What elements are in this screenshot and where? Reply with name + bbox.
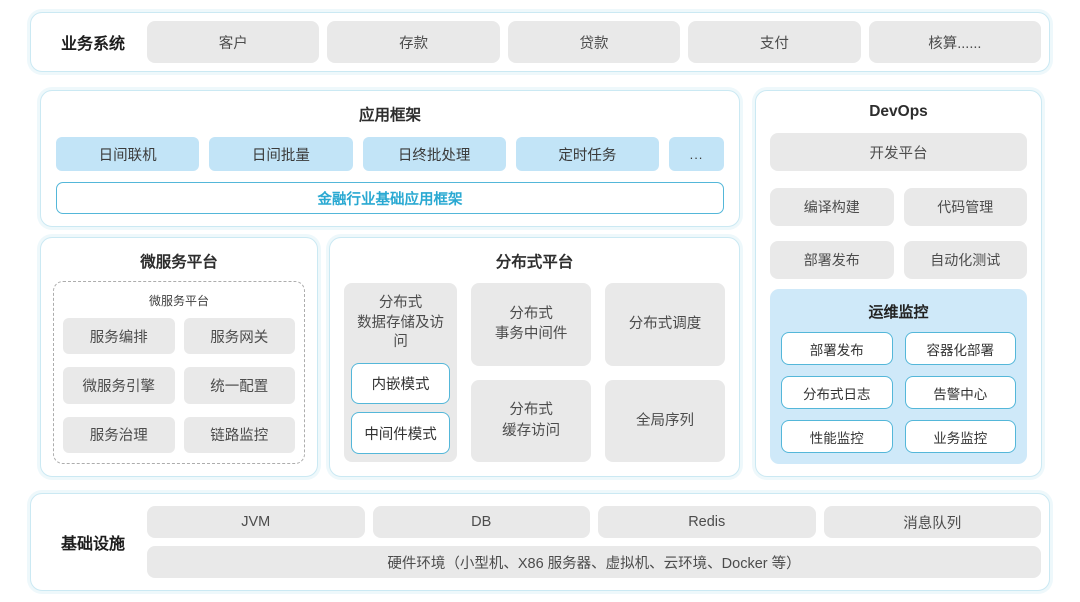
micro-item-governance: 服务治理 xyxy=(63,416,175,453)
infra-jvm: JVM xyxy=(147,506,365,538)
infrastructure-panel: 基础设施 JVM DB Redis 消息队列 硬件环境（小型机、X86 服务器、… xyxy=(30,493,1050,591)
app-framework-panel: 应用框架 日间联机 日间批量 日终批处理 定时任务 ... 金融行业基础应用框架 xyxy=(40,90,740,227)
micro-item-engine: 微服务引擎 xyxy=(63,367,175,404)
distributed-col-2: 分布式 事务中间件 分布式 缓存访问 xyxy=(471,283,592,462)
app-item-daytime-online: 日间联机 xyxy=(56,137,200,171)
monitor-container-deploy: 容器化部署 xyxy=(904,332,1016,365)
infra-db: DB xyxy=(372,506,590,538)
ops-monitor-grid: 部署发布 容器化部署 分布式日志 告警中心 性能监控 业务监控 xyxy=(781,332,1016,453)
business-item-accounting: 核算...... xyxy=(868,21,1042,63)
storage-mode-embedded: 内嵌模式 xyxy=(351,362,451,405)
infrastructure-label: 基础设施 xyxy=(60,536,125,553)
devops-auto-test: 自动化测试 xyxy=(903,241,1027,279)
distributed-storage-label: 分布式 数据存储及访问 xyxy=(357,295,445,351)
infra-hardware-env: 硬件环境（小型机、X86 服务器、虚拟机、云环境、Docker 等） xyxy=(147,546,1041,578)
micro-item-gateway: 服务网关 xyxy=(183,318,295,355)
business-systems-items: 客户 存款 贷款 支付 核算...... xyxy=(147,21,1042,63)
monitor-performance: 性能监控 xyxy=(781,420,893,453)
left-column: 应用框架 日间联机 日间批量 日终批处理 定时任务 ... 金融行业基础应用框架… xyxy=(40,90,740,477)
microservice-inner-box: 微服务平台 服务编排 服务网关 微服务引擎 统一配置 服务治理 链路监控 xyxy=(53,281,305,464)
distributed-transaction-box: 分布式 事务中间件 xyxy=(471,283,592,366)
ops-monitor-title: 运维监控 xyxy=(868,304,929,321)
micro-item-orchestration: 服务编排 xyxy=(63,318,175,355)
business-item-customer: 客户 xyxy=(147,21,320,63)
monitor-business: 业务监控 xyxy=(904,420,1016,453)
app-item-more: ... xyxy=(669,137,724,171)
base-framework-box: 金融行业基础应用框架 xyxy=(56,182,724,214)
distributed-title: 分布式平台 xyxy=(495,254,574,271)
devops-code-mgmt: 代码管理 xyxy=(903,188,1027,226)
distributed-col-3: 分布式调度 全局序列 xyxy=(605,283,725,462)
infrastructure-row: JVM DB Redis 消息队列 xyxy=(147,506,1041,538)
business-systems-panel: 业务系统 客户 存款 贷款 支付 核算...... xyxy=(30,12,1050,72)
monitor-distributed-log: 分布式日志 xyxy=(781,376,893,409)
business-item-loan: 贷款 xyxy=(507,21,681,63)
distributed-sequence-box: 全局序列 xyxy=(605,379,725,462)
micro-item-tracing: 链路监控 xyxy=(183,416,295,453)
devops-deploy: 部署发布 xyxy=(770,241,894,279)
business-systems-label: 业务系统 xyxy=(60,36,125,53)
monitor-alert-center: 告警中心 xyxy=(904,376,1016,409)
platforms-row: 微服务平台 微服务平台 服务编排 服务网关 微服务引擎 统一配置 服务治理 链路… xyxy=(40,237,740,477)
devops-title: DevOps xyxy=(869,103,928,120)
microservice-panel: 微服务平台 微服务平台 服务编排 服务网关 微服务引擎 统一配置 服务治理 链路… xyxy=(40,237,318,477)
devops-grid: 编译构建 代码管理 部署发布 自动化测试 xyxy=(770,188,1027,279)
microservice-grid: 服务编排 服务网关 微服务引擎 统一配置 服务治理 链路监控 xyxy=(63,318,295,453)
distributed-panel: 分布式平台 分布式 数据存储及访问 内嵌模式 中间件模式 分布式 xyxy=(329,237,740,477)
devops-dev-platform: 开发平台 xyxy=(770,133,1027,171)
devops-panel: DevOps 开发平台 编译构建 代码管理 部署发布 自动化测试 运维监控 部署… xyxy=(755,90,1042,477)
distributed-storage-box: 分布式 数据存储及访问 内嵌模式 中间件模式 xyxy=(344,283,458,462)
app-item-scheduled-task: 定时任务 xyxy=(515,137,659,171)
storage-mode-middleware: 中间件模式 xyxy=(351,412,451,454)
monitor-deploy: 部署发布 xyxy=(781,332,893,365)
business-item-deposit: 存款 xyxy=(327,21,500,63)
devops-build: 编译构建 xyxy=(770,188,894,226)
microservice-inner-title: 微服务平台 xyxy=(148,294,209,308)
app-item-eod-batch: 日终批处理 xyxy=(362,137,506,171)
app-framework-title: 应用框架 xyxy=(358,107,421,124)
infra-redis: Redis xyxy=(598,506,816,538)
infrastructure-items: JVM DB Redis 消息队列 硬件环境（小型机、X86 服务器、虚拟机、云… xyxy=(147,506,1041,578)
distributed-grid: 分布式 数据存储及访问 内嵌模式 中间件模式 分布式 事务中间件 xyxy=(344,283,725,462)
micro-item-config: 统一配置 xyxy=(183,367,295,404)
distributed-cache-box: 分布式 缓存访问 xyxy=(471,379,592,462)
business-item-payment: 支付 xyxy=(688,21,861,63)
microservice-title: 微服务平台 xyxy=(140,254,218,271)
app-item-daytime-batch: 日间批量 xyxy=(209,137,353,171)
ops-monitor-panel: 运维监控 部署发布 容器化部署 分布式日志 告警中心 性能监控 业务监控 xyxy=(770,289,1027,464)
distributed-scheduler-box: 分布式调度 xyxy=(605,283,725,366)
infra-mq: 消息队列 xyxy=(823,506,1041,538)
app-framework-items: 日间联机 日间批量 日终批处理 定时任务 ... xyxy=(56,137,724,171)
middle-area: 应用框架 日间联机 日间批量 日终批处理 定时任务 ... 金融行业基础应用框架… xyxy=(40,90,1042,477)
